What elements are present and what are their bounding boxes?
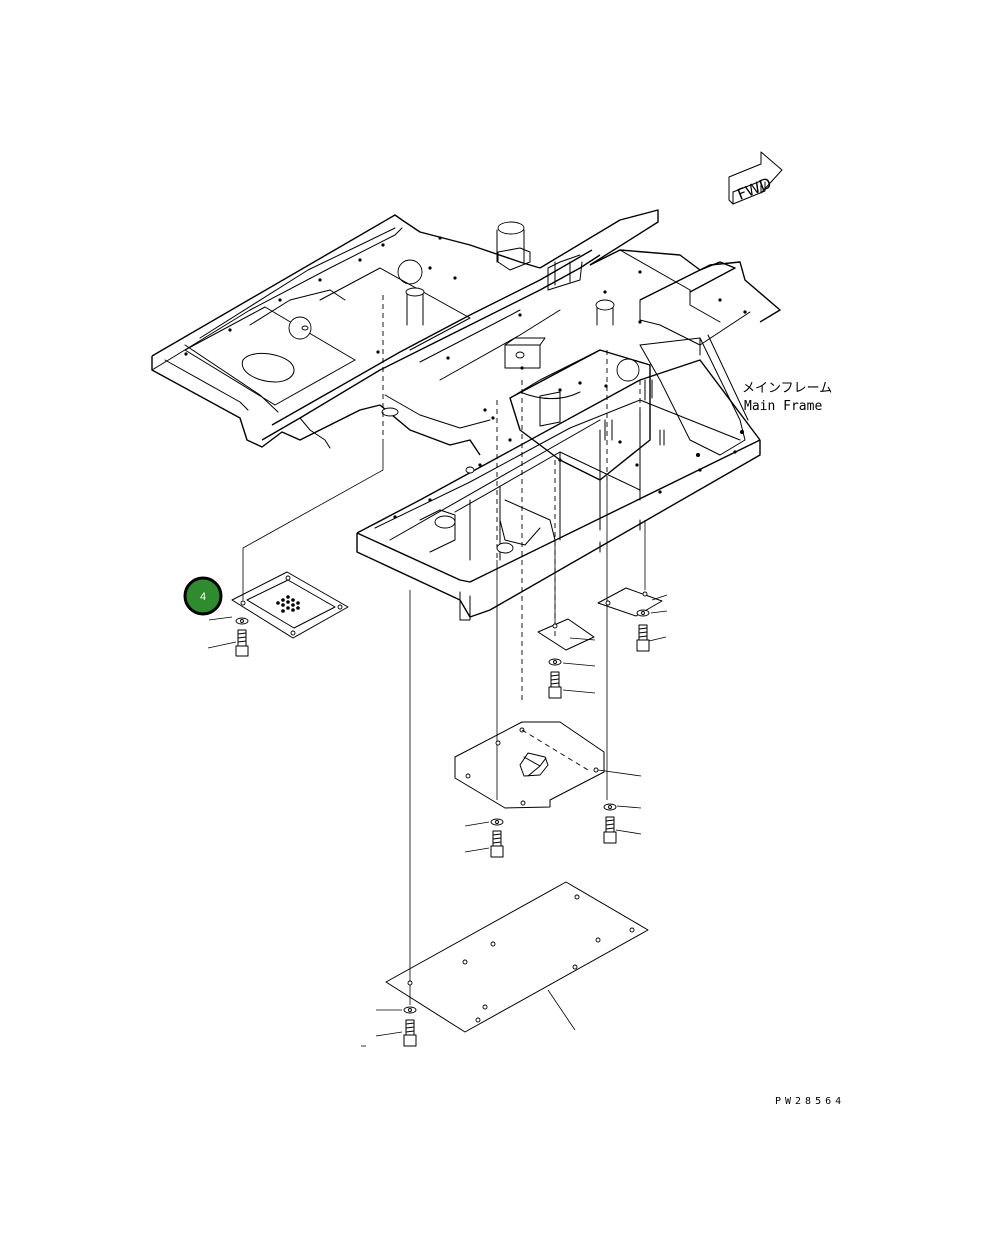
- cover-plate-small-center: [537, 618, 595, 651]
- callout-circle[interactable]: [183, 576, 223, 616]
- cover-plate-middle: [454, 721, 605, 809]
- bolt-washer-set-left: [235, 617, 249, 657]
- callout-number: 4: [200, 591, 206, 603]
- bolt-washer-set-right: [636, 609, 650, 652]
- main-frame-label-en: Main Frame: [744, 399, 822, 414]
- main-frame-label: メインフレーム Main Frame: [742, 381, 832, 414]
- cover-plate-small-right: [597, 587, 663, 617]
- fwd-arrow-icon: FWD: [728, 151, 783, 205]
- main-frame-label-jp: メインフレーム: [742, 381, 832, 396]
- part-leader-lines: [207, 594, 668, 1047]
- cover-plate-4: [231, 571, 349, 639]
- callout-badge-4[interactable]: 4: [183, 576, 223, 616]
- bolt-washer-set-mid-right: [603, 803, 617, 844]
- fwd-label: FWD: [735, 174, 774, 204]
- bolt-washer-set-center: [548, 658, 562, 699]
- bolt-washer-set-bottom: [403, 1006, 417, 1047]
- main-frame: [151, 209, 781, 621]
- cover-plate-bottom: [385, 881, 649, 1033]
- drawing-code: PW28564: [775, 1096, 845, 1107]
- assembly-lines: [242, 295, 646, 1005]
- bolt-washer-set-mid-left: [490, 818, 504, 858]
